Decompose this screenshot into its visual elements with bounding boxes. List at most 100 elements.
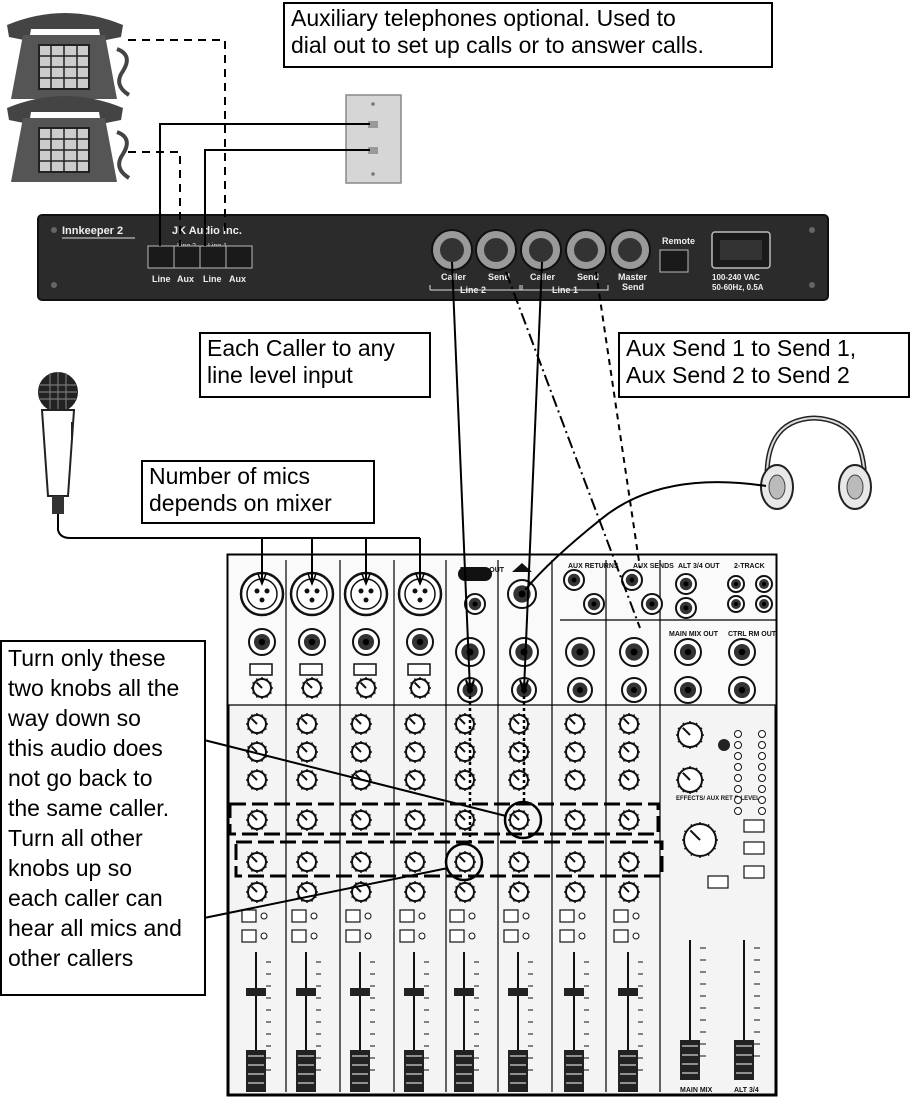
meter-r-led-6 (758, 796, 766, 804)
solo-led-3 (364, 932, 372, 940)
solo-led-4 (418, 932, 426, 940)
strip-7-knob-1 (564, 741, 586, 763)
strip-1-knob-2 (246, 769, 268, 791)
mute-led-8 (632, 912, 640, 920)
solo-led-5 (468, 932, 476, 940)
meter-l-led-3 (734, 763, 742, 771)
bottom-phone-aux-cord (128, 151, 181, 246)
fader-cap-1 (246, 1050, 266, 1092)
solo-led-8 (632, 932, 640, 940)
mute-led-1 (260, 912, 268, 920)
two-track-label: 2-TRACK (734, 563, 765, 570)
hpf-button-4 (407, 663, 431, 676)
mute-button-5 (449, 909, 465, 923)
solo-button-2 (291, 929, 307, 943)
two-track-rca-0 (727, 575, 745, 593)
hpf-button-1 (249, 663, 273, 676)
line-input-jack-4 (406, 628, 434, 656)
aux-jack-1 (583, 593, 605, 615)
power-led (718, 739, 730, 751)
strip-3-knob-0 (350, 713, 372, 735)
jack-label-line-2: Line (152, 274, 171, 284)
main-ctrl-out-jack-1 (674, 676, 702, 704)
line-input-jack-1 (248, 628, 276, 656)
strip-7-knob-0 (564, 713, 586, 735)
strip-7-knob-3 (564, 809, 586, 831)
mute-button-2 (291, 909, 307, 923)
hybrid-brand-left: Innkeeper 2 (62, 225, 123, 237)
strip-5-knob-4 (454, 851, 476, 873)
auxiliary-telephone-top-icon (7, 13, 131, 99)
phones-icon (512, 563, 532, 572)
gain-knob-1 (251, 677, 273, 699)
mute-led-3 (364, 912, 372, 920)
strip-8-knob-2 (618, 769, 640, 791)
meter-r-led-5 (758, 785, 766, 793)
main-ctrl-out-jack-2 (728, 638, 756, 666)
strip-7-knob-2 (564, 769, 586, 791)
meter-l-led-0 (734, 730, 742, 738)
meter-r-led-1 (758, 741, 766, 749)
stereo-line-in-l-6 (509, 637, 539, 667)
strip-4-knob-0 (404, 713, 426, 735)
mute-led-7 (578, 912, 586, 920)
hpf-button-2 (299, 663, 323, 676)
number-of-mics-callout: Number of mics depends on mixer (141, 460, 375, 524)
aux-jack-2 (621, 569, 643, 591)
digital-out-jack (464, 593, 486, 615)
main-mix-out-label: MAIN MIX OUT (669, 631, 719, 638)
effects-level-knob (676, 766, 704, 794)
aux2-knob-highlight (444, 842, 484, 882)
alt-out-label: ALT 3/4 OUT (678, 563, 720, 570)
mic-xlr-input-2 (289, 571, 335, 617)
master-button-2 (743, 865, 765, 879)
caller-label-line1: Caller (530, 272, 556, 282)
stereo-line-in-r-8 (621, 677, 647, 703)
solo-button-4 (399, 929, 415, 943)
strip-6-knob-3 (508, 809, 530, 831)
aux-send-line2-cord (505, 271, 641, 629)
solo-button-5 (449, 929, 465, 943)
main-mix-fader-label: MAIN MIX (680, 1087, 713, 1094)
master-label: Master (618, 272, 648, 282)
microphone-icon (38, 372, 78, 514)
strip-7-knob-5 (564, 881, 586, 903)
master-button-1 (743, 841, 765, 855)
fader-cap-4 (404, 1050, 424, 1092)
auxiliary-telephone-bottom-icon (7, 96, 131, 182)
mute-led-4 (418, 912, 426, 920)
fader-cap-top-2 (296, 988, 316, 996)
xlr-caller-line2 (431, 229, 473, 271)
wiring (57, 39, 767, 919)
solo-button-7 (559, 929, 575, 943)
main-ctrl-out-jack-0 (674, 638, 702, 666)
strip-4-knob-1 (404, 741, 426, 763)
fader-cap-top-7 (564, 988, 584, 996)
master-button-3 (707, 875, 729, 889)
aux1-knob-highlight (503, 800, 543, 840)
meter-r-led-3 (758, 763, 766, 771)
strip-3-knob-4 (350, 851, 372, 873)
mute-led-5 (468, 912, 476, 920)
strip-4-knob-2 (404, 769, 426, 791)
master-button-0 (743, 819, 765, 833)
top-phone-aux-cord (128, 39, 226, 232)
master-fader-cap-0 (680, 1040, 700, 1080)
aux-jack-3 (641, 593, 663, 615)
aux2-row-highlight (234, 840, 664, 878)
xlr-caller-line1 (520, 229, 562, 271)
wall-line1-cord (159, 123, 370, 246)
meter-r-led-0 (758, 730, 766, 738)
strip-8-knob-1 (618, 741, 640, 763)
power-rating-line1: 100-240 VAC (712, 273, 760, 282)
solo-led-1 (260, 932, 268, 940)
aux-returns-label: AUX RETURNS (568, 563, 619, 570)
caller-label-line2: Caller (441, 272, 467, 282)
fader-cap-8 (618, 1050, 638, 1092)
fader-cap-top-8 (618, 988, 638, 996)
two-track-rca-1 (755, 575, 773, 593)
effects-label: EFFECTS/ AUX RET B LEVEL (676, 796, 760, 802)
hpf-button-3 (353, 663, 377, 676)
